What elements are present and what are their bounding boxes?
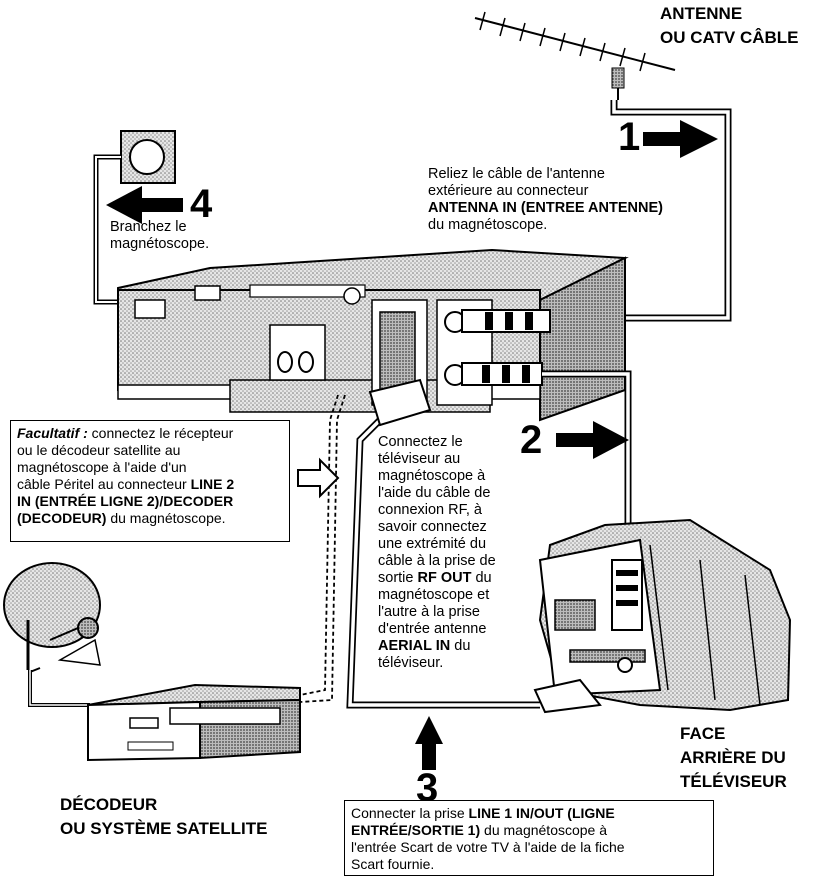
decoder-label: DÉCODEUR OU SYSTÈME SATELLITE: [60, 795, 268, 838]
tv-back-label: FACE ARRIÈRE DU TÉLÉVISEUR: [680, 724, 787, 791]
step-4-text: Branchez le magnétoscope.: [110, 219, 210, 252]
step-1-text: Reliez le câble de l'antenne extérieure …: [428, 166, 663, 233]
optional-box: Facultatif : connectez le récepteur ou l…: [10, 420, 290, 542]
arrow-step-2: [556, 421, 629, 459]
vcr: [117, 248, 629, 422]
decoder: [87, 683, 301, 762]
step-1-number: 1: [618, 115, 641, 159]
arrow-step-4: [106, 186, 183, 224]
arrow-optional: [297, 457, 340, 499]
step-4-number: 4: [190, 182, 213, 226]
antenna: [474, 11, 676, 100]
wall-socket: [120, 130, 176, 184]
satellite-dish: [3, 562, 101, 673]
rf-connectors: [461, 309, 551, 386]
step-3-box: Connecter la prise LINE 1 IN/OUT (LIGNE …: [344, 800, 714, 876]
arrow-step-3: [415, 716, 443, 770]
antenna-label: ANTENNE OU CATV CÂBLE: [660, 4, 799, 47]
tv: [533, 518, 792, 714]
arrow-step-1: [643, 120, 718, 158]
step-2-text: Connectez le téléviseur au magnétoscope …: [378, 434, 496, 671]
step-2-number: 2: [520, 418, 543, 462]
step-3-number: 3: [416, 766, 439, 810]
